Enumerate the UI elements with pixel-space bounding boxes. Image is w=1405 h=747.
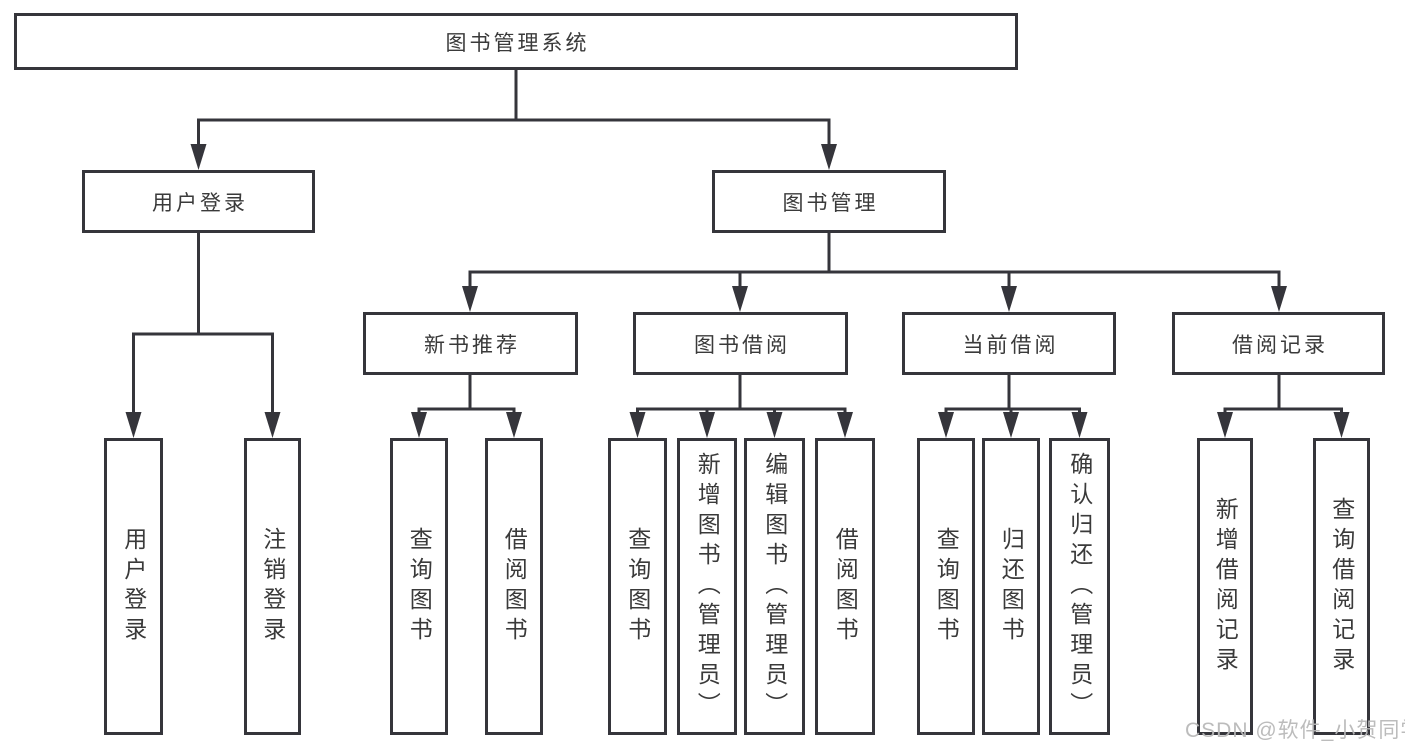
node-new-books: 新书推荐	[363, 312, 578, 375]
leaf-cb-confirm-return-admin: 确认归还（管理员）	[1049, 438, 1110, 735]
node-borrow-records-label: 借阅记录	[1232, 333, 1328, 357]
leaf-br-add-record: 新增借阅记录	[1197, 438, 1253, 735]
node-book-mgmt: 图书管理	[712, 170, 946, 233]
connector-borrow-records-branch	[1217, 375, 1350, 438]
connector-new-books-branch	[411, 375, 522, 438]
leaf-cb-return-books-label: 归还图书	[998, 526, 1025, 647]
leaf-cb-query-books-label: 查询图书	[933, 526, 960, 647]
csdn-watermark: CSDN @软件_小贺同学	[1185, 719, 1405, 742]
leaf-nb-query-books-label: 查询图书	[406, 526, 433, 647]
leaf-br-add-record-label: 新增借阅记录	[1212, 496, 1239, 677]
connector-book-borrow-branch	[629, 375, 853, 438]
connector-current-borrow-branch	[938, 375, 1088, 438]
node-book-borrow-label: 图书借阅	[694, 333, 790, 357]
leaf-br-query-record: 查询借阅记录	[1313, 438, 1370, 735]
leaf-bb-borrow-books-label: 借阅图书	[832, 526, 859, 647]
leaf-bb-edit-books-admin-label: 编辑图书（管理员）	[761, 451, 788, 722]
node-current-borrow: 当前借阅	[902, 312, 1116, 375]
leaf-nb-borrow-books-label: 借阅图书	[501, 526, 528, 647]
connector-user-login-branch	[125, 233, 281, 438]
leaf-cb-confirm-return-admin-label: 确认归还（管理员）	[1066, 451, 1093, 722]
leaf-user-login: 用户登录	[104, 438, 163, 735]
leaf-cb-return-books: 归还图书	[982, 438, 1040, 735]
leaf-bb-query-books-label: 查询图书	[624, 526, 651, 647]
leaf-bb-add-books-admin: 新增图书（管理员）	[677, 438, 737, 735]
node-user-login: 用户登录	[82, 170, 315, 233]
connector-book-mgmt-branch	[462, 233, 1287, 312]
leaf-logout-label: 注销登录	[259, 526, 286, 647]
node-root: 图书管理系统	[14, 13, 1018, 70]
node-new-books-label: 新书推荐	[424, 333, 520, 357]
node-borrow-records: 借阅记录	[1172, 312, 1385, 375]
node-book-mgmt-label: 图书管理	[782, 191, 879, 215]
leaf-nb-query-books: 查询图书	[390, 438, 448, 735]
leaf-cb-query-books: 查询图书	[917, 438, 975, 735]
leaf-bb-edit-books-admin: 编辑图书（管理员）	[744, 438, 805, 735]
leaf-logout: 注销登录	[244, 438, 301, 735]
leaf-bb-add-books-admin-label: 新增图书（管理员）	[694, 451, 721, 722]
connector-root-to-level1	[190, 70, 837, 170]
leaf-br-query-record-label: 查询借阅记录	[1328, 496, 1355, 677]
node-book-borrow: 图书借阅	[633, 312, 848, 375]
node-current-borrow-label: 当前借阅	[962, 333, 1059, 357]
node-user-login-label: 用户登录	[152, 191, 248, 215]
node-root-label: 图书管理系统	[445, 31, 590, 55]
leaf-bb-query-books: 查询图书	[608, 438, 667, 735]
leaf-nb-borrow-books: 借阅图书	[485, 438, 543, 735]
leaf-user-login-label: 用户登录	[120, 526, 147, 647]
leaf-bb-borrow-books: 借阅图书	[815, 438, 875, 735]
